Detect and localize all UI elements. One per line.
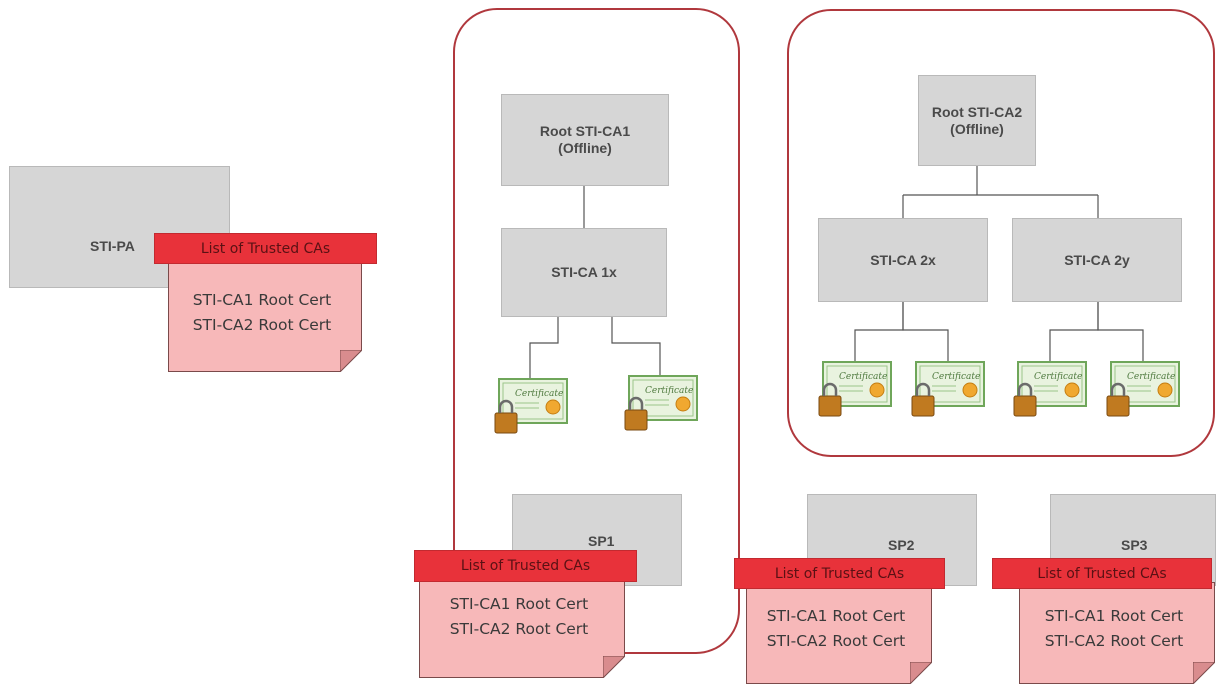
svg-text:Certificate: Certificate xyxy=(1034,372,1082,382)
certificate-icon: Certificate xyxy=(494,378,568,434)
svg-text:Certificate: Certificate xyxy=(515,389,563,399)
sti-pa-trusted-list-header: List of Trusted CAs xyxy=(154,233,377,264)
note-fold xyxy=(340,350,362,372)
sti-ca-1x-box: STI-CA 1x xyxy=(501,228,667,317)
trusted-list-entries: STI-CA1 Root Cert STI-CA2 Root Cert xyxy=(192,291,332,334)
connector-ca1x-cert2 xyxy=(611,317,661,380)
note-body xyxy=(168,250,362,372)
sp1-trusted-list-header: List of Trusted CAs xyxy=(414,550,637,582)
sp3-trusted-list-header: List of Trusted CAs xyxy=(992,558,1212,589)
note-fold xyxy=(910,662,932,684)
trusted-list-entries: STI-CA1 Root Cert STI-CA2 Root Cert xyxy=(449,595,589,638)
note-fold xyxy=(1193,662,1215,684)
sti-pa-trusted-list: STI-CA1 Root Cert STI-CA2 Root Cert xyxy=(168,250,362,372)
certificate-icon: Certificate xyxy=(1106,361,1180,417)
connector-ca2y-cert2 xyxy=(1097,302,1144,362)
sp2-trusted-list: STI-CA1 Root Cert STI-CA2 Root Cert xyxy=(746,582,932,684)
sp3-label: SP3 xyxy=(1121,537,1148,553)
certificate-icon: Certificate xyxy=(1013,361,1087,417)
svg-text:Certificate: Certificate xyxy=(932,372,980,382)
svg-text:Certificate: Certificate xyxy=(1127,372,1175,382)
sp2-trusted-list-header: List of Trusted CAs xyxy=(734,558,945,589)
root-sti-ca1-box: Root STI-CA1 (Offline) xyxy=(501,94,669,186)
sp2-label: SP2 xyxy=(888,537,915,553)
connector-ca1x-cert1 xyxy=(529,317,559,380)
sp1-label: SP1 xyxy=(588,533,615,549)
certificate-icon: Certificate xyxy=(624,375,698,431)
certificate-icon: Certificate xyxy=(818,361,892,417)
trusted-list-entries: STI-CA1 Root Cert STI-CA2 Root Cert xyxy=(766,607,906,650)
root-sti-ca2-box: Root STI-CA2 (Offline) xyxy=(918,75,1036,166)
sti-pa-label: STI-PA xyxy=(90,238,135,254)
note-fold xyxy=(603,656,625,678)
connector-ca2x-cert2 xyxy=(902,302,949,362)
sti-ca-2y-box: STI-CA 2y xyxy=(1012,218,1182,302)
sp1-trusted-list: STI-CA1 Root Cert STI-CA2 Root Cert xyxy=(419,574,625,678)
svg-text:Certificate: Certificate xyxy=(645,386,693,396)
svg-text:Certificate: Certificate xyxy=(839,372,887,382)
sti-ca-2x-box: STI-CA 2x xyxy=(818,218,988,302)
sp3-trusted-list: STI-CA1 Root Cert STI-CA2 Root Cert xyxy=(1019,582,1215,684)
trusted-list-entries: STI-CA1 Root Cert STI-CA2 Root Cert xyxy=(1044,607,1184,650)
note-body xyxy=(1019,582,1215,684)
ca2-group-outline xyxy=(787,9,1215,457)
certificate-icon: Certificate xyxy=(911,361,985,417)
note-body xyxy=(419,574,625,678)
